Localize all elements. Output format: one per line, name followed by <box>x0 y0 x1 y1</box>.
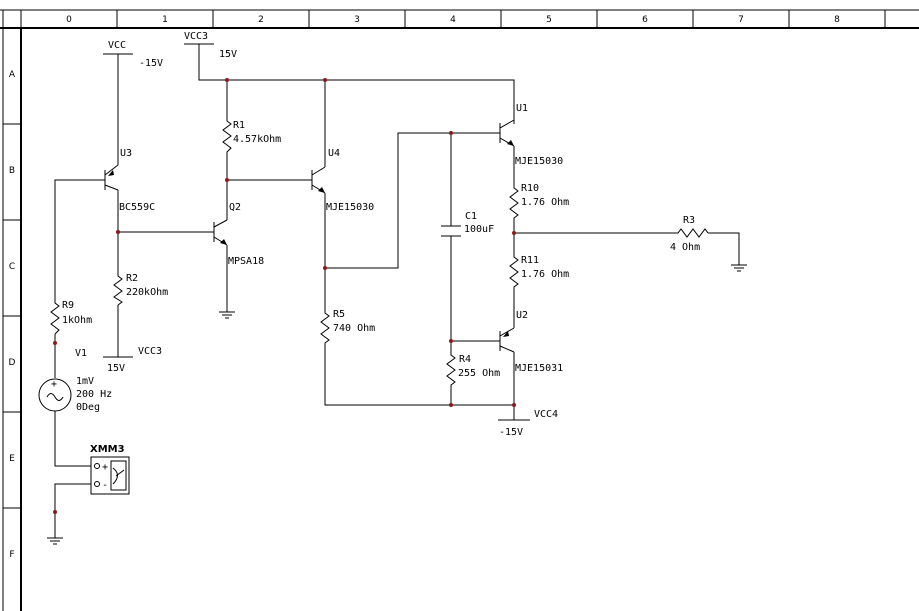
r10-value: 1.76 Ohm <box>521 197 569 208</box>
v1-amplitude: 1mV <box>76 376 94 387</box>
vcc4-supply[interactable]: VCC4 -15V <box>498 409 558 438</box>
column-label-2: 2 <box>258 15 264 25</box>
row-label-e: E <box>9 454 15 464</box>
meter-dial-icon <box>110 460 127 491</box>
u2-ref: U2 <box>516 310 528 321</box>
column-label-5: 5 <box>546 15 552 25</box>
row-dividers <box>3 123 21 509</box>
vcc3-top-value: 15V <box>219 49 237 60</box>
u1-model: MJE15030 <box>515 156 563 167</box>
column-label-3: 3 <box>354 15 360 25</box>
row-label-f: F <box>9 550 14 560</box>
r1-ref: R1 <box>233 120 245 131</box>
transistor-u2[interactable]: U2 MJE15031 <box>499 310 563 374</box>
r11-ref: R11 <box>521 255 539 266</box>
r10-ref: R10 <box>521 183 539 194</box>
c1-ref: C1 <box>465 211 477 222</box>
vcc3-top-name: VCC3 <box>184 31 208 42</box>
q2-ref: Q2 <box>229 202 241 213</box>
u4-ref: U4 <box>328 148 340 159</box>
resistor-r4[interactable]: R4 255 Ohm <box>446 352 500 388</box>
xmm3-ref: XMM3 <box>90 444 125 455</box>
column-dividers <box>116 10 886 28</box>
resistor-r5[interactable]: R5 740 Ohm <box>320 309 375 346</box>
ground-symbol-r3 <box>731 264 747 272</box>
column-label-6: 6 <box>642 15 648 25</box>
u2-model: MJE15031 <box>515 363 563 374</box>
r5-ref: R5 <box>333 309 345 320</box>
r4-ref: R4 <box>459 354 471 365</box>
transistor-u4[interactable]: U4 MJE15030 <box>311 148 374 213</box>
vcc4-name: VCC4 <box>534 409 558 420</box>
column-label-4: 4 <box>450 15 456 25</box>
r4-value: 255 Ohm <box>458 368 500 379</box>
column-label-0: 0 <box>66 15 72 25</box>
vcc4-value: -15V <box>499 427 523 438</box>
xmm3-minus: - <box>102 480 108 491</box>
vcc3-supply-bottom[interactable]: VCC3 15V <box>103 346 162 374</box>
row-label-b: B <box>9 166 15 176</box>
capacitor-c1[interactable]: C1 100uF <box>441 211 494 237</box>
u4-model: MJE15030 <box>326 202 374 213</box>
resistor-r9[interactable]: R9 1kOhm <box>50 300 92 335</box>
vcc3-bottom-name: VCC3 <box>138 346 162 357</box>
r9-ref: R9 <box>62 300 74 311</box>
u3-ref: U3 <box>120 148 132 159</box>
row-label-a: A <box>9 70 16 80</box>
r3-value: 4 Ohm <box>670 242 700 253</box>
u1-ref: U1 <box>516 103 528 114</box>
resistor-r11[interactable]: R11 1.76 Ohm <box>509 254 569 290</box>
xmm3-plus: + <box>102 462 108 473</box>
transistor-q2[interactable]: Q2 MPSA18 <box>213 202 264 267</box>
resistor-r2[interactable]: R2 220kOhm <box>113 273 168 306</box>
resistor-r1[interactable]: R1 4.57kOhm <box>222 118 281 155</box>
r3-ref: R3 <box>683 215 695 226</box>
c1-value: 100uF <box>464 224 494 235</box>
ground-symbol-meter <box>47 537 63 545</box>
column-label-8: 8 <box>834 15 840 25</box>
v1-frequency: 200 Hz <box>76 389 112 400</box>
r1-value: 4.57kOhm <box>233 134 281 145</box>
r5-value: 740 Ohm <box>333 323 375 334</box>
ac-source-v1[interactable]: + V1 1mV 200 Hz 0Deg <box>38 348 112 413</box>
resistor-r10[interactable]: R10 1.76 Ohm <box>509 183 569 220</box>
r9-value: 1kOhm <box>62 315 92 326</box>
q2-model: MPSA18 <box>228 256 264 267</box>
u3-model: BC559C <box>119 202 155 213</box>
r2-ref: R2 <box>126 273 138 284</box>
r11-value: 1.76 Ohm <box>521 269 569 280</box>
vcc3-supply-top[interactable]: VCC3 15V <box>184 31 237 60</box>
vcc-name: VCC <box>108 40 126 51</box>
junctions <box>53 78 516 514</box>
v1-ref: V1 <box>75 348 87 359</box>
transistor-u1[interactable]: U1 MJE15030 <box>499 103 563 167</box>
resistor-r3[interactable]: R3 4 Ohm <box>670 215 709 253</box>
column-label-7: 7 <box>738 15 744 25</box>
multimeter-xmm3[interactable]: + - XMM3 <box>90 444 130 495</box>
v1-plus-sign: + <box>51 379 57 390</box>
vcc-value: -15V <box>139 58 163 69</box>
vcc3-bottom-value: 15V <box>107 363 125 374</box>
transistor-u3[interactable]: U3 BC559C <box>104 148 155 213</box>
ground-symbol-q2 <box>219 311 235 319</box>
column-label-1: 1 <box>162 15 168 25</box>
r2-value: 220kOhm <box>126 287 168 298</box>
row-label-c: C <box>9 262 15 272</box>
row-label-d: D <box>9 358 16 368</box>
vcc-supply[interactable]: VCC -15V <box>103 40 163 69</box>
v1-phase: 0Deg <box>76 402 100 413</box>
